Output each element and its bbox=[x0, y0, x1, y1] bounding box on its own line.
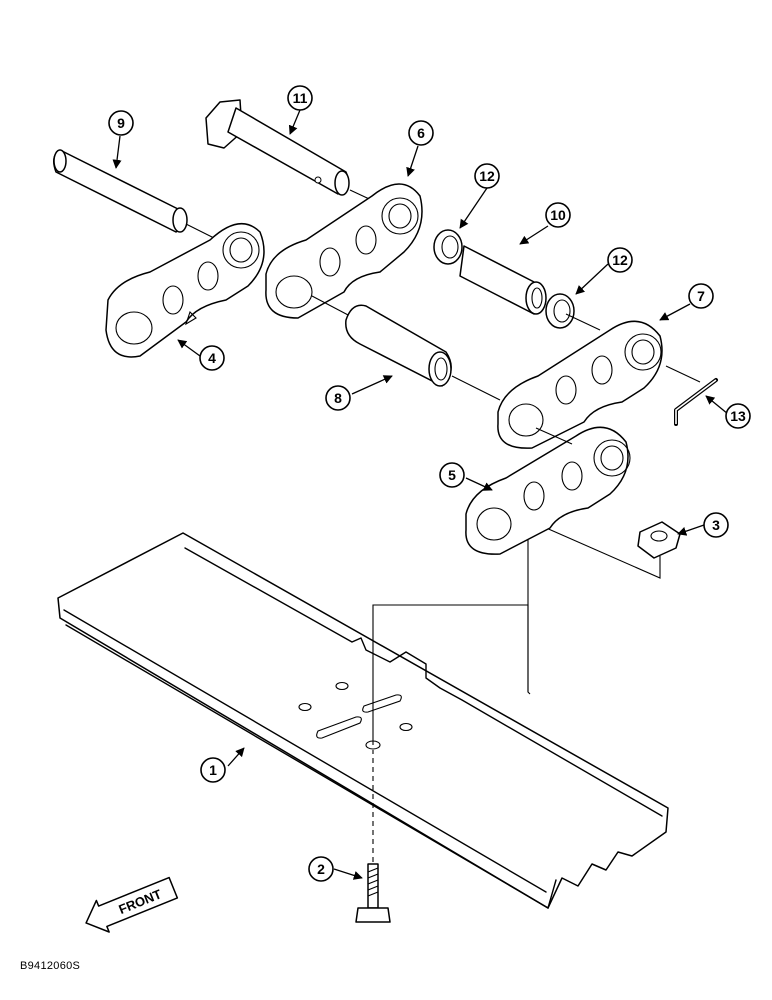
seal-12-lower bbox=[545, 293, 575, 329]
callout-8: 8 bbox=[325, 385, 351, 411]
callout-6: 6 bbox=[408, 120, 434, 146]
leader-lines bbox=[112, 109, 729, 880]
svg-text:9: 9 bbox=[117, 115, 125, 131]
svg-text:2: 2 bbox=[317, 861, 325, 877]
svg-text:8: 8 bbox=[334, 390, 342, 406]
callout-7: 7 bbox=[688, 283, 714, 309]
bushing-8-guide bbox=[451, 375, 501, 401]
svg-text:4: 4 bbox=[208, 350, 216, 366]
callout-12-lower: 12 bbox=[607, 247, 633, 273]
link-4 bbox=[105, 223, 265, 358]
svg-text:3: 3 bbox=[712, 517, 720, 533]
link-6-guide bbox=[311, 295, 351, 317]
svg-text:6: 6 bbox=[417, 125, 425, 141]
callout-5: 5 bbox=[439, 462, 465, 488]
link-guide-line bbox=[527, 540, 531, 695]
link-7 bbox=[497, 320, 663, 449]
link-5-guide bbox=[535, 427, 573, 445]
callout-12-upper: 12 bbox=[474, 163, 500, 189]
link-7-guide bbox=[665, 365, 701, 383]
pin-9 bbox=[53, 149, 188, 233]
svg-text:1: 1 bbox=[209, 762, 217, 778]
callout-1: 1 bbox=[200, 757, 226, 783]
seal-guide bbox=[565, 313, 601, 331]
svg-text:12: 12 bbox=[612, 252, 628, 268]
svg-text:7: 7 bbox=[697, 288, 705, 304]
link-6 bbox=[265, 183, 423, 319]
callout-9: 9 bbox=[108, 110, 134, 136]
svg-text:11: 11 bbox=[293, 90, 308, 106]
master-pin-11 bbox=[205, 99, 350, 196]
nut-guide-line bbox=[527, 519, 661, 579]
link-5 bbox=[465, 426, 631, 555]
bushing-10 bbox=[459, 245, 547, 315]
callout-10: 10 bbox=[545, 202, 571, 228]
svg-text:13: 13 bbox=[730, 408, 746, 424]
callout-4: 4 bbox=[199, 345, 225, 371]
bushing-8 bbox=[345, 304, 452, 387]
svg-text:12: 12 bbox=[479, 168, 495, 184]
seal-12-upper bbox=[433, 229, 463, 265]
bolt bbox=[355, 863, 391, 923]
callout-2: 2 bbox=[308, 856, 334, 882]
front-arrow: FRONT bbox=[85, 876, 179, 933]
callout-3: 3 bbox=[703, 512, 729, 538]
callout-13: 13 bbox=[725, 403, 751, 429]
svg-text:5: 5 bbox=[448, 467, 456, 483]
callout-11: 11 bbox=[287, 85, 313, 111]
nut bbox=[637, 521, 681, 559]
drawing-code: B9412060S bbox=[20, 960, 81, 972]
retainer-13 bbox=[674, 378, 718, 426]
svg-text:10: 10 bbox=[550, 207, 566, 223]
track-shoe bbox=[57, 532, 669, 909]
